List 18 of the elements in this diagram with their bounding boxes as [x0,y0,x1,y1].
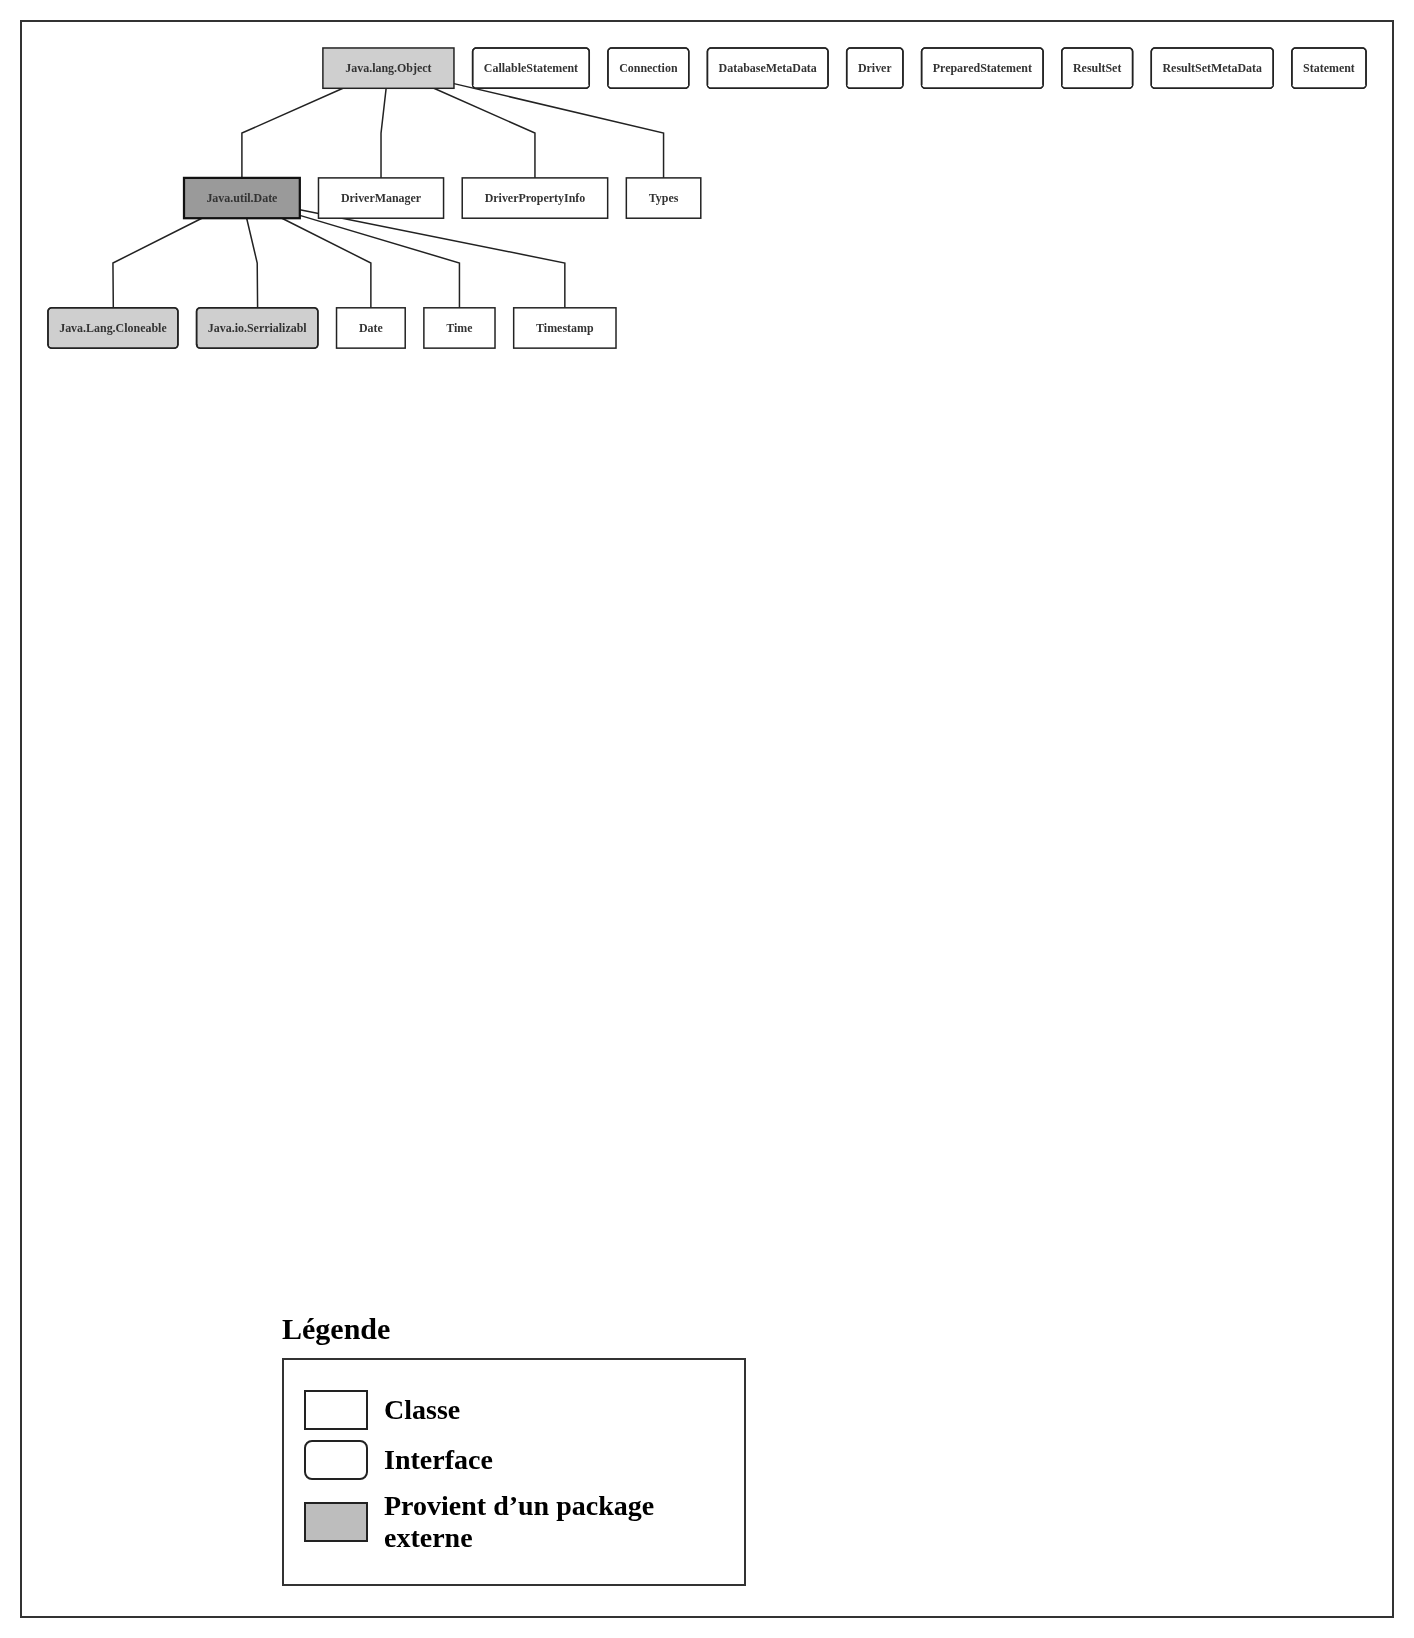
node-box [461,177,609,219]
connector [299,214,461,309]
legend-text: Classe [384,1394,461,1426]
connector [299,208,566,309]
node-box [335,307,406,349]
connector [433,87,536,179]
node-box [512,307,617,349]
node-box [182,176,301,220]
node-box [625,177,702,219]
connector [453,82,665,179]
node-box [317,177,445,219]
legend-title: Légende [282,1312,392,1346]
legend-text: Provient d’un package externe [384,1490,656,1554]
node-box [423,307,496,349]
connector [380,87,387,179]
legend-text: Interface [384,1444,493,1476]
class-diagram: Java.lang.Object Java.util.Date Java.Lang.Cloneable Java.io.Serrializabl Date Time Timestamp DriverManager DriverPropertyInfo Types CallableStatement Connection DatabaseMetaData Driver PreparedStatement ResultSet ResultSetMetaData Statement [42,42,1372,355]
node-box [322,47,455,90]
